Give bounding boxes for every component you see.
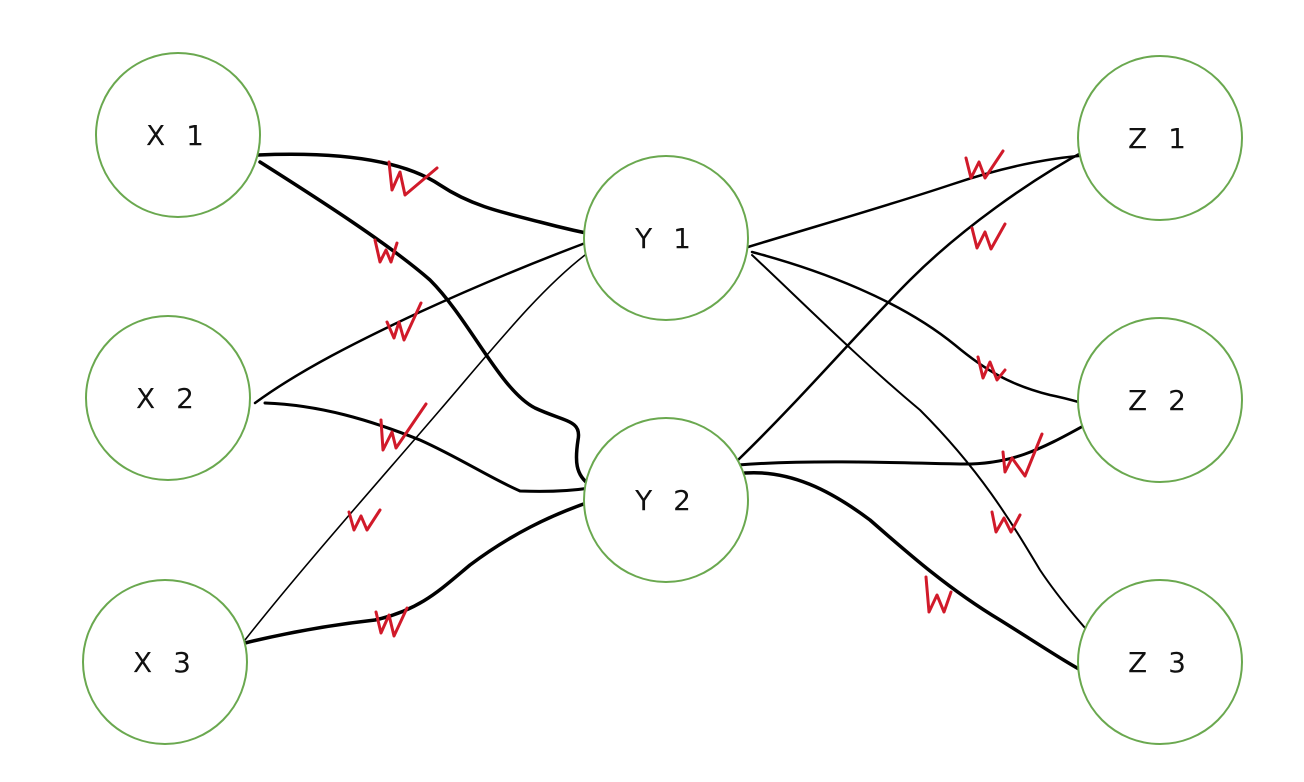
edge-x1-y1 bbox=[256, 152, 608, 239]
weight-label-y2-z1 bbox=[970, 222, 1007, 251]
node-label: Z 1 bbox=[1128, 122, 1192, 155]
node-label: Y 1 bbox=[634, 222, 697, 255]
edge-y2-z1 bbox=[736, 146, 1092, 462]
weight-label-y1-z2 bbox=[976, 355, 1007, 382]
output-layer: Z 1 Z 2 Z 3 bbox=[1077, 55, 1243, 745]
weight-annotations bbox=[347, 149, 1044, 638]
edges bbox=[243, 146, 1113, 677]
node-label: Y 2 bbox=[634, 484, 697, 517]
weight-label-x2-y2 bbox=[379, 402, 428, 452]
weight-label-y1-z1 bbox=[964, 149, 1005, 180]
node-z1: Z 1 bbox=[1077, 55, 1243, 221]
node-label: Z 2 bbox=[1128, 384, 1192, 417]
node-label: X 1 bbox=[146, 119, 210, 152]
node-label: Z 3 bbox=[1128, 646, 1192, 679]
node-x3: X 3 bbox=[82, 579, 248, 745]
weight-label-x3-y2 bbox=[374, 606, 409, 638]
weight-label-x1-y1 bbox=[387, 160, 439, 197]
node-label: X 2 bbox=[136, 382, 200, 415]
edge-y1-z3 bbox=[751, 254, 1113, 658]
node-label: X 3 bbox=[133, 646, 197, 679]
input-layer: X 1 X 2 X 3 bbox=[82, 52, 261, 745]
weight-label-x2-y1 bbox=[385, 301, 423, 342]
weight-label-y1-z3 bbox=[990, 510, 1022, 534]
weight-label-x1-y2 bbox=[373, 238, 399, 264]
edge-x1-y2 bbox=[258, 160, 592, 487]
node-z2: Z 2 bbox=[1077, 317, 1243, 483]
edge-y2-z3 bbox=[743, 470, 1092, 677]
hidden-layer: Y 1 Y 2 bbox=[583, 155, 749, 583]
node-z3: Z 3 bbox=[1077, 579, 1243, 745]
edge-y2-z2 bbox=[736, 423, 1087, 467]
weight-label-y2-z3 bbox=[924, 575, 953, 614]
weight-label-x3-y1 bbox=[347, 508, 382, 532]
edge-x2-y1 bbox=[253, 240, 590, 405]
edge-y1-z1 bbox=[746, 153, 1092, 249]
edge-y1-z2 bbox=[750, 250, 1084, 405]
weight-label-y2-z2 bbox=[1001, 432, 1044, 478]
edge-x2-y2 bbox=[263, 401, 592, 493]
node-y1: Y 1 bbox=[583, 155, 749, 321]
node-y2: Y 2 bbox=[583, 417, 749, 583]
node-x2: X 2 bbox=[85, 315, 251, 481]
node-x1: X 1 bbox=[95, 52, 261, 218]
edge-x3-y2 bbox=[243, 498, 597, 645]
edge-x3-y1 bbox=[244, 254, 586, 641]
